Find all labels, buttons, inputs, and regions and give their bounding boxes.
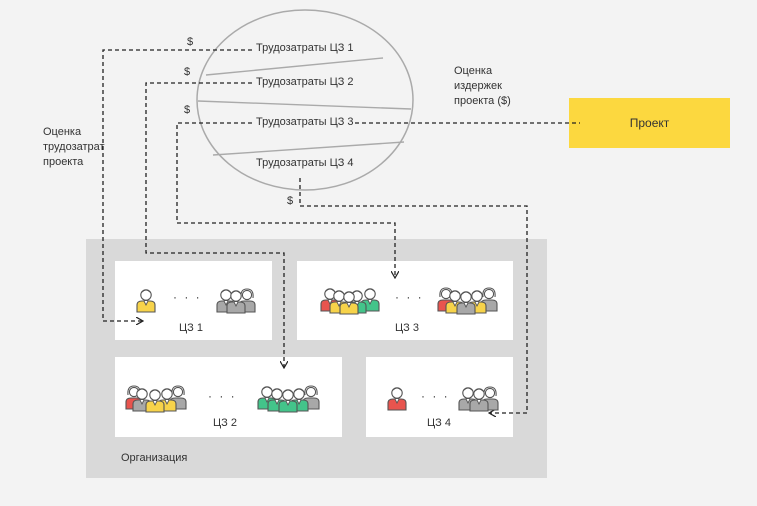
people-group-cz4-left (387, 387, 407, 411)
people-group-cz1-left (136, 289, 156, 313)
labor-ellipse (196, 9, 414, 191)
ellipse-row-3: Трудозатраты ЦЗ 3 (256, 116, 354, 128)
people-group-cz4-right (458, 386, 499, 412)
project-box: Проект (569, 98, 730, 148)
dollar-sign-1: $ (187, 36, 194, 48)
cost-center-label: ЦЗ 3 (395, 322, 419, 334)
ellipse-row-4: Трудозатраты ЦЗ 4 (256, 157, 354, 169)
dollar-sign-2: $ (184, 66, 191, 78)
labor-estimate-label: Оценка трудозатрат проекта (43, 126, 105, 168)
arrow-cz4 (299, 178, 528, 413)
ellipsis-dots: · · · (421, 389, 450, 403)
arrow-cz1 (102, 49, 252, 321)
arrow-cz2 (145, 82, 284, 367)
cost-center-label: ЦЗ 1 (179, 322, 203, 334)
people-group-cz3-right (437, 287, 498, 315)
ellipse-row-1: Трудозатраты ЦЗ 1 (256, 42, 354, 54)
dollar-sign-4: $ (287, 195, 294, 207)
people-group-cz2-left (125, 385, 187, 413)
organization-label: Организация (121, 452, 188, 464)
people-group-cz2-right (257, 385, 320, 413)
people-group-cz3-left (320, 288, 380, 315)
ellipsis-dots: · · · (208, 389, 237, 403)
arrow-cz3 (176, 122, 395, 277)
project-label: Проект (629, 116, 670, 130)
cost-center-label: ЦЗ 2 (213, 417, 237, 429)
dollar-sign-3: $ (184, 104, 191, 116)
ellipsis-dots: · · · (173, 290, 202, 304)
cost-estimate-label: Оценка издержек проекта ($) (454, 65, 511, 107)
cost-center-label: ЦЗ 4 (427, 417, 451, 429)
people-group-cz1-right (216, 288, 256, 314)
ellipse-row-2: Трудозатраты ЦЗ 2 (256, 76, 354, 88)
ellipsis-dots: · · · (395, 290, 424, 304)
